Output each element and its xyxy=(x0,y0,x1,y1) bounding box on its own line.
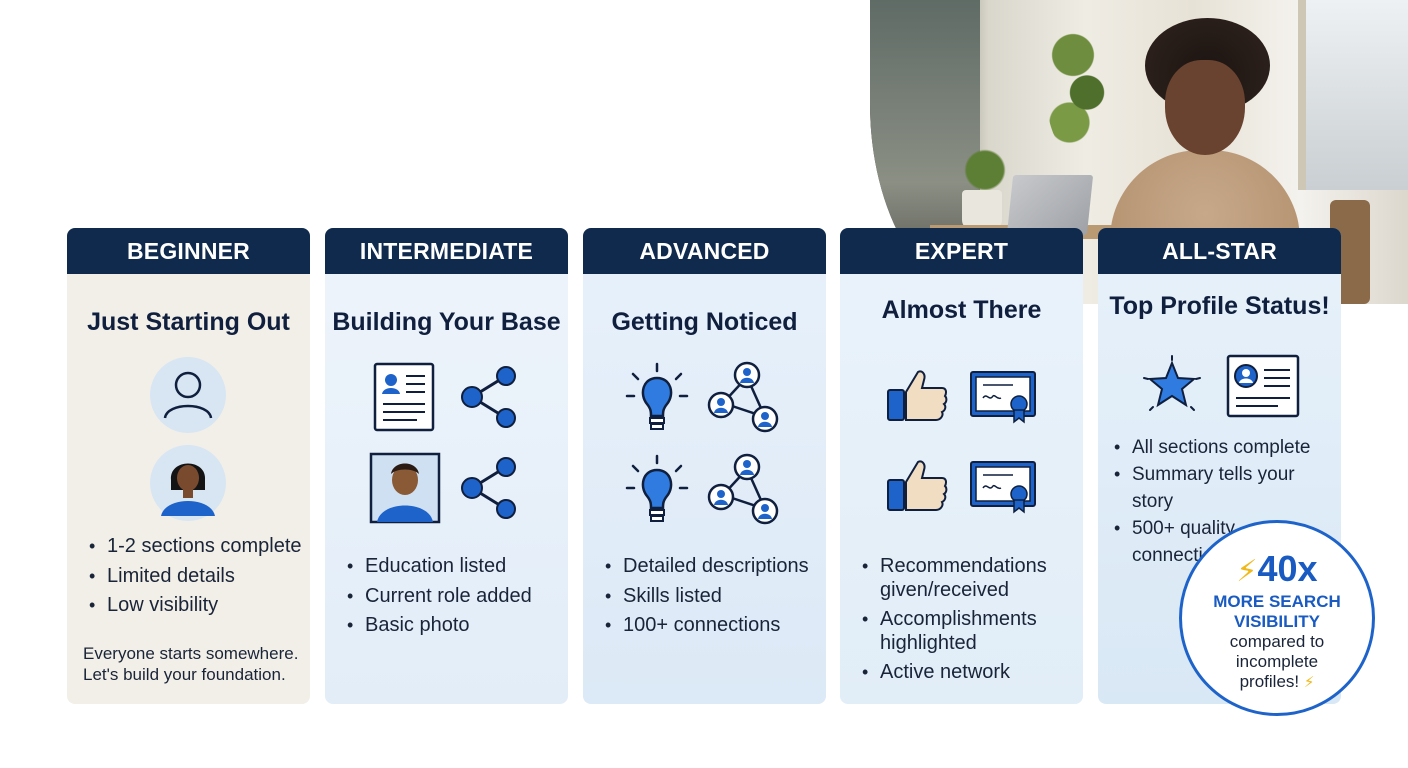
thumbs-up-icon xyxy=(887,370,948,421)
level-header: EXPERT xyxy=(840,228,1083,274)
laptop xyxy=(1006,175,1094,235)
lightbulb-icon xyxy=(625,454,689,522)
level-title: Top Profile Status! xyxy=(1109,292,1330,320)
bullet-item: Detailed descriptions xyxy=(603,552,809,582)
level-bullets: Education listed Current role added Basi… xyxy=(345,552,532,641)
level-title: Almost There xyxy=(881,296,1042,324)
lightning-icon: ⚡ xyxy=(1303,674,1315,691)
bullet-item: Accomplishments highlighted xyxy=(860,607,1070,655)
person-outline-icon xyxy=(150,357,226,433)
network-icon xyxy=(707,453,779,525)
encouragement-text: Everyone starts somewhere. Let's build y… xyxy=(83,643,298,685)
badge-value: ⚡40x xyxy=(1182,549,1372,592)
level-header: ADVANCED xyxy=(583,228,826,274)
bullet-item: Summary tells your story xyxy=(1112,461,1341,515)
bullet-item: Recommendations given/received xyxy=(860,554,1070,602)
resume-icon xyxy=(373,362,435,432)
encouragement-line: Let's build your foundation. xyxy=(83,665,286,684)
visibility-badge: ⚡40x MORE SEARCH VISIBILITY compared to … xyxy=(1179,520,1375,716)
bullet-item: Education listed xyxy=(345,552,532,582)
lightbulb-icon xyxy=(625,362,689,430)
share-icon xyxy=(461,366,516,428)
level-card-advanced: ADVANCED Getting Noticed xyxy=(583,228,826,704)
bullet-item: 100+ connections xyxy=(603,611,809,641)
bullet-item: Skills listed xyxy=(603,582,809,612)
badge-line: VISIBILITY xyxy=(1234,612,1320,631)
level-card-beginner: BEGINNER Just Starting Out 1-2 sections … xyxy=(67,228,310,704)
person-avatar-icon xyxy=(150,445,226,521)
level-bullets: Detailed descriptions Skills listed 100+… xyxy=(603,552,809,641)
bullet-item: All sections complete xyxy=(1112,434,1341,461)
bullet-item: 1-2 sections complete xyxy=(87,532,302,562)
level-card-expert: EXPERT Almost There Recommendations give… xyxy=(840,228,1083,704)
bullet-item: Active network xyxy=(860,660,1070,684)
level-bullets: Recommendations given/received Accomplis… xyxy=(860,554,1070,684)
lightning-icon: ⚡ xyxy=(1236,555,1258,588)
level-title: Getting Noticed xyxy=(611,308,798,336)
level-bullets: 1-2 sections complete Limited details Lo… xyxy=(87,532,302,621)
network-icon xyxy=(707,361,779,433)
level-header: ALL-STAR xyxy=(1098,228,1341,274)
badge-line: MORE SEARCH xyxy=(1213,592,1341,611)
badge-line: profiles! ⚡ xyxy=(1182,672,1372,693)
level-card-intermediate: INTERMEDIATE Building Your Base Educatio… xyxy=(325,228,568,704)
share-icon xyxy=(461,457,516,519)
hanging-plant xyxy=(1045,10,1115,160)
level-header: INTERMEDIATE xyxy=(325,228,568,274)
id-card-icon xyxy=(1226,354,1300,418)
window-right xyxy=(1298,0,1408,190)
certificate-icon xyxy=(970,371,1036,424)
level-header: BEGINNER xyxy=(67,228,310,274)
bullet-item: Low visibility xyxy=(87,591,302,621)
badge-line: incomplete xyxy=(1235,652,1319,671)
star-icon xyxy=(1143,355,1201,411)
level-title: Building Your Base xyxy=(332,308,561,336)
bullet-item: Limited details xyxy=(87,562,302,592)
badge-value-text: 40x xyxy=(1257,548,1318,589)
profile-photo-icon xyxy=(369,452,441,524)
certificate-icon xyxy=(970,461,1036,514)
thumbs-up-icon xyxy=(887,460,948,511)
plant-pot xyxy=(962,190,1002,230)
badge-line-text: profiles! xyxy=(1239,672,1300,691)
bullet-item: Current role added xyxy=(345,582,532,612)
badge-line: compared to xyxy=(1229,632,1325,651)
encouragement-line: Everyone starts somewhere. xyxy=(83,644,299,663)
level-title: Just Starting Out xyxy=(87,308,290,336)
bullet-item: Basic photo xyxy=(345,611,532,641)
person-face xyxy=(1165,60,1245,155)
